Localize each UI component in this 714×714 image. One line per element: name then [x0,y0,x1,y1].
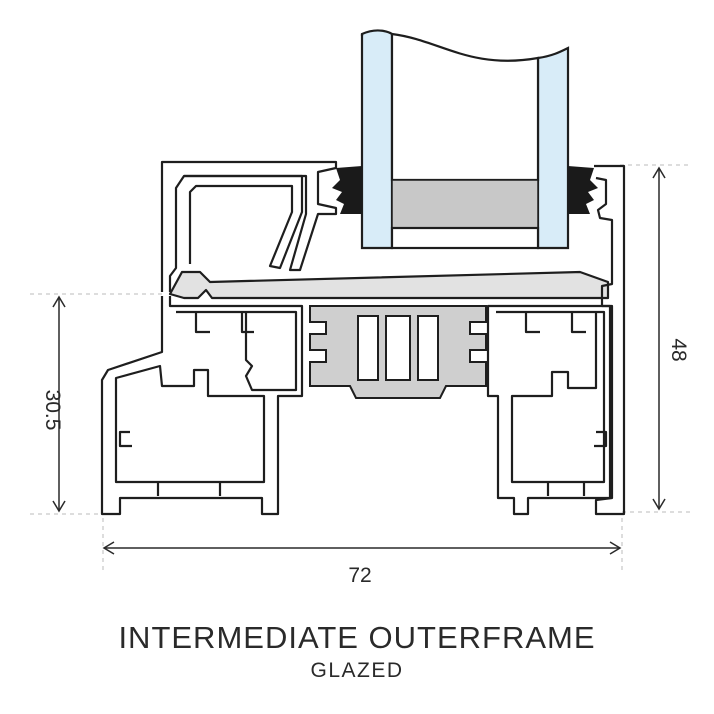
frame-lower-body [100,296,304,516]
glass-spacer-bar [391,179,539,229]
dim-label-left: 30.5 [41,390,64,431]
gasket-inner [568,166,598,214]
thermal-break-slot-mid [385,315,411,381]
glass-unit [360,29,570,250]
dim-arrow-left-top [52,295,66,308]
frame-lower-chamber-left-upper [176,310,298,392]
gasket-outer [332,166,362,214]
frame-lower-body-right [486,304,612,516]
frame-head-left [160,160,338,292]
extension-guides [30,164,690,570]
frame-lower-chamber-right [496,310,606,484]
frame-hook-2 [240,312,254,334]
drawing-subtitle: GLAZED [310,659,404,682]
frame-lower-chamber-left [114,364,266,484]
glass-pane-outer [360,29,394,250]
frame-head-inner-hook [184,174,304,270]
glazing-gaskets [332,166,598,214]
frame-hook-1 [194,312,210,334]
frame-right-upright [594,164,626,516]
dim-label-width: 72 [348,564,371,587]
frame-profile [100,160,626,516]
glass-cavity [390,32,540,182]
glass-pane-inner [536,46,570,250]
dim-arrow-right-bottom [652,498,666,511]
glazing-bead [168,270,610,300]
dim-label-right: 48 [667,338,690,361]
dim-arrow-right-top [652,166,666,179]
frame-hook-4 [570,312,586,334]
drawing-title: INTERMEDIATE OUTERFRAME [118,620,596,655]
glass-secondary-seal [390,226,540,250]
dim-arrow-width-left [102,541,115,555]
thermal-break-slot-left [357,315,379,381]
dim-arrow-width-right [609,541,622,555]
thermal-break [309,305,487,399]
frame-hook-5 [118,430,132,448]
dimension-lines [52,166,666,555]
frame-hook-3 [524,312,540,334]
thermal-break-slot-right [417,315,439,381]
dim-arrow-left-bottom [52,500,66,513]
frame-hook-6 [594,430,608,448]
